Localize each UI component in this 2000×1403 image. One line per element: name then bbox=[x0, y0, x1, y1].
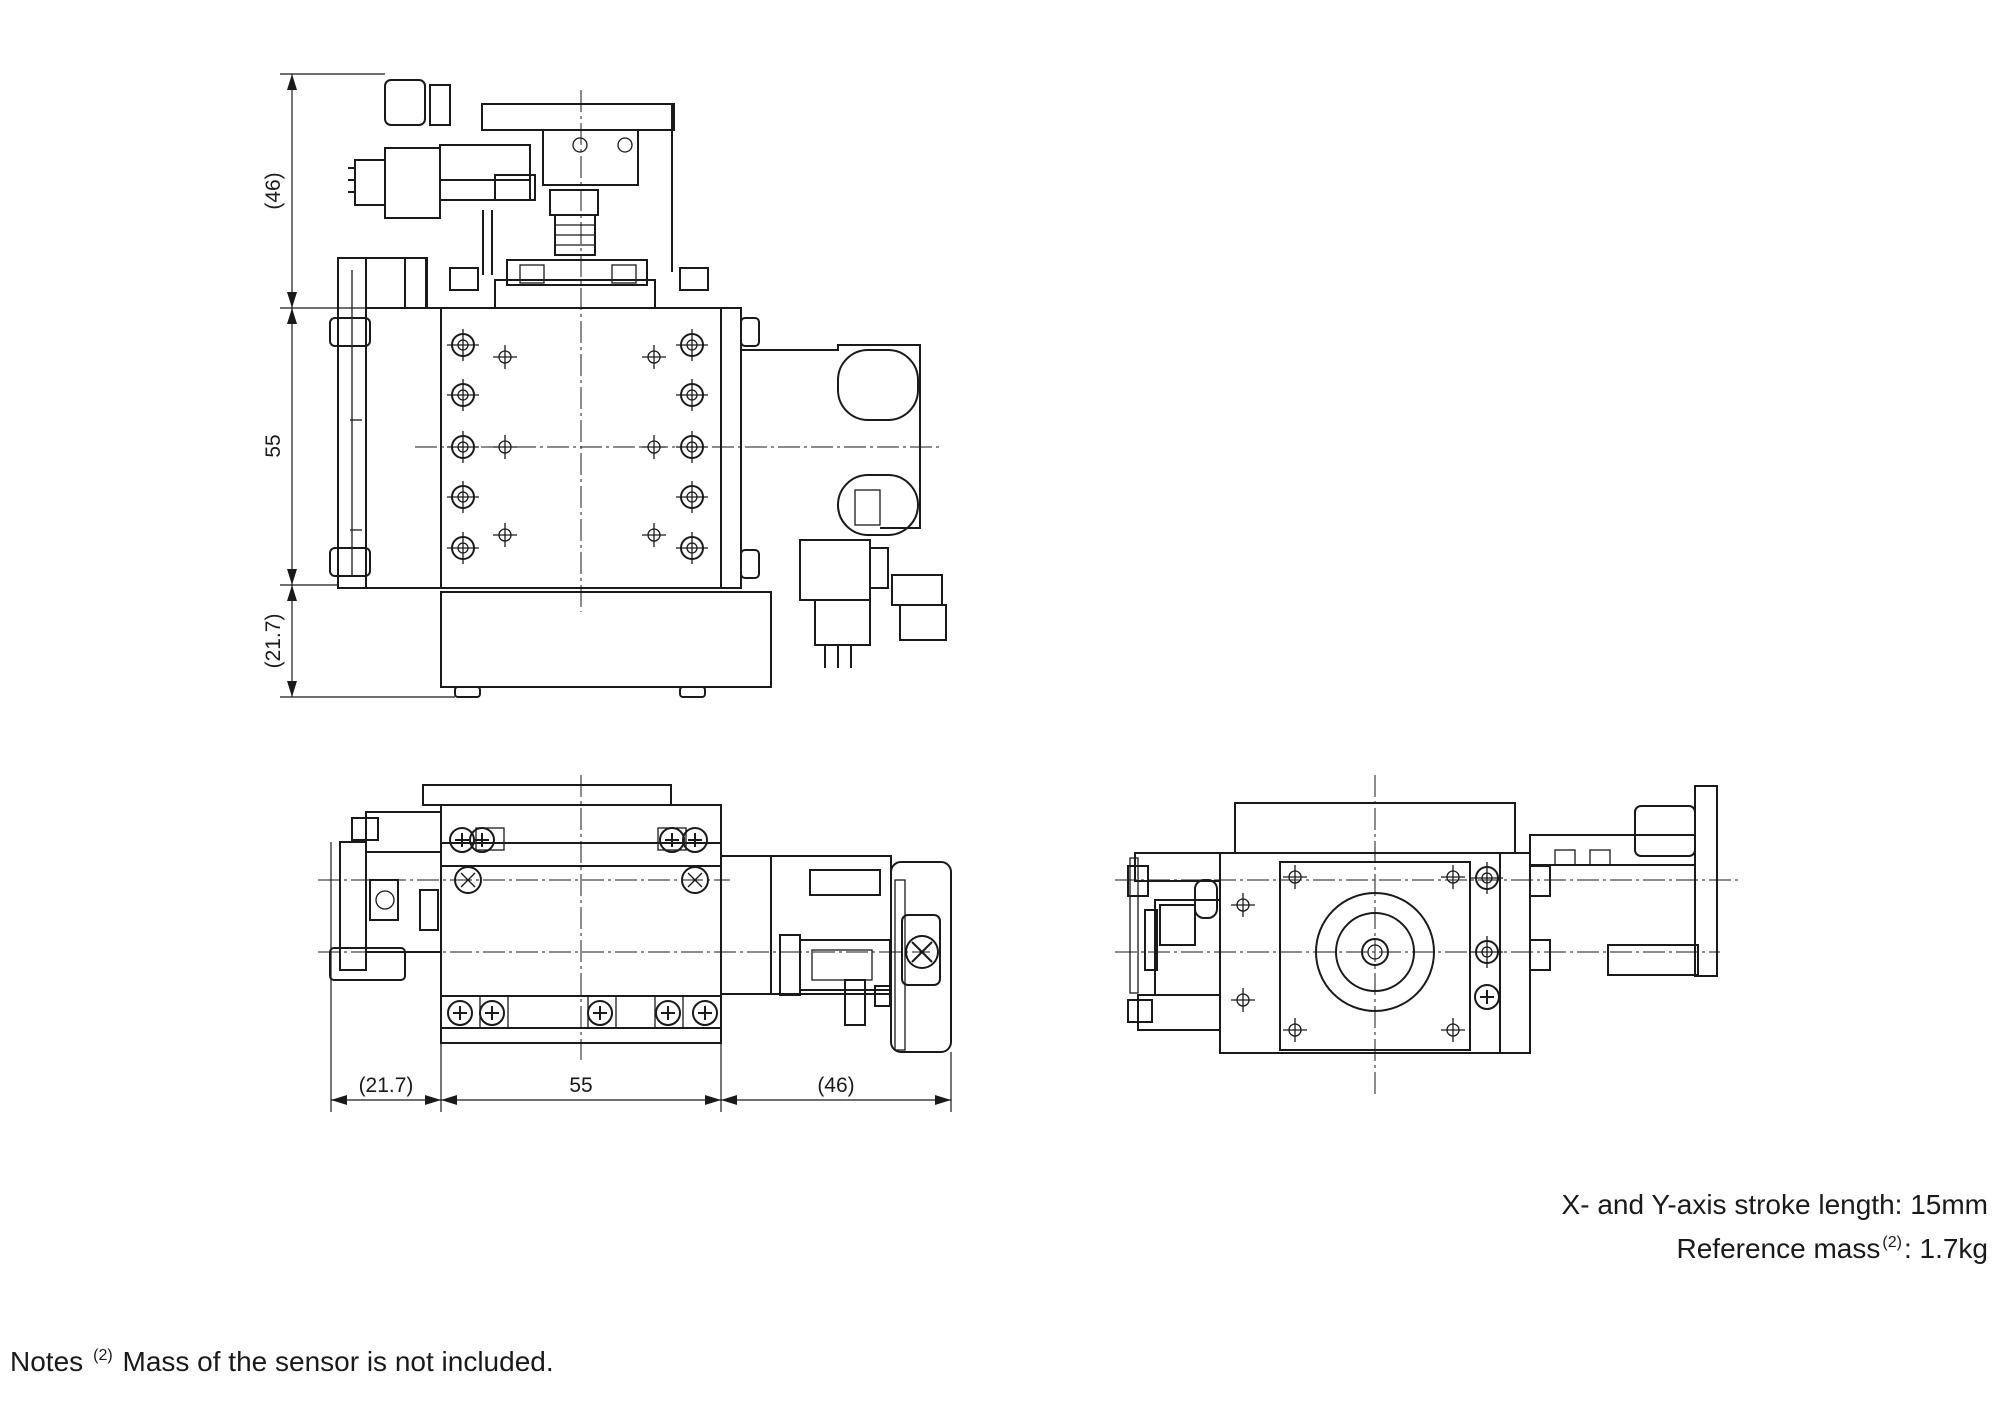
reference-mass-spec: Reference mass(2): 1.7kg bbox=[1562, 1224, 1989, 1268]
reference-mass-value: : 1.7kg bbox=[1903, 1233, 1988, 1264]
dim-top-table-height: 55 bbox=[262, 434, 285, 457]
reference-mass-label: Reference mass bbox=[1676, 1233, 1881, 1264]
notes: Notes (2) Mass of the sensor is not inclu… bbox=[10, 1346, 554, 1378]
stroke-length-spec: X- and Y-axis stroke length: 15mm bbox=[1561, 1189, 1988, 1220]
top-view: (46) 55 (21.7) bbox=[262, 73, 947, 698]
reference-mass-note-ref: (2) bbox=[1882, 1234, 1902, 1251]
dim-front-left-width: (21.7) bbox=[359, 1074, 414, 1097]
notes-ref: (2) bbox=[93, 1347, 113, 1364]
spec-block: X- and Y-axis stroke length: 15mm Refere… bbox=[1562, 1186, 1988, 1268]
dim-top-sensor-height: (46) bbox=[262, 172, 285, 209]
side-view bbox=[1115, 775, 1740, 1095]
dim-front-center-width: 55 bbox=[569, 1074, 592, 1097]
dim-top-base-height: (21.7) bbox=[262, 614, 285, 669]
dim-front-right-width: (46) bbox=[817, 1074, 854, 1097]
notes-label: Notes bbox=[10, 1346, 84, 1377]
notes-text: Mass of the sensor is not included. bbox=[122, 1346, 554, 1377]
front-view: (21.7) 55 (46) bbox=[318, 775, 952, 1112]
